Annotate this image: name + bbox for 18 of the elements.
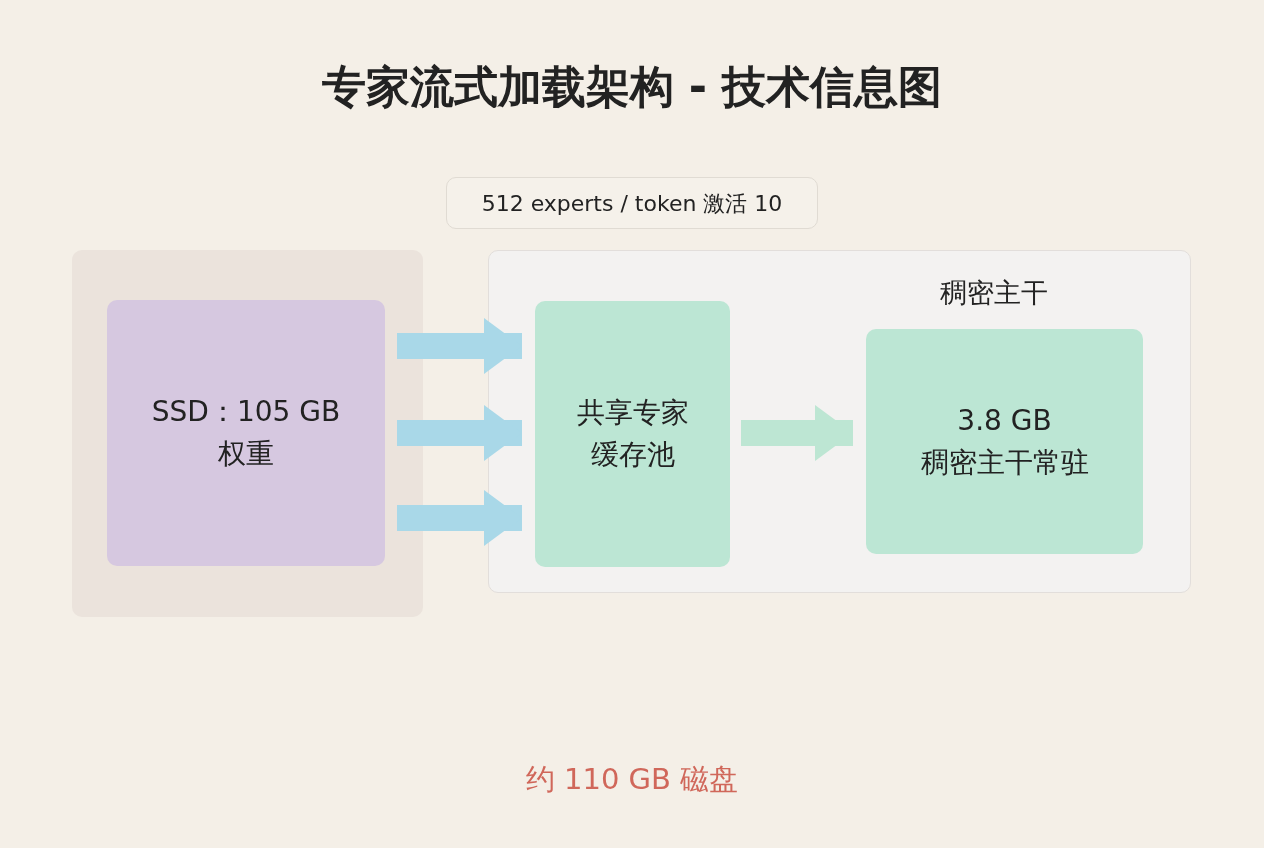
box-label: 稠密主干常驻	[919, 444, 1090, 481]
title: 专家流式加载架构 - 技术信息图	[320, 60, 944, 114]
storage-box	[107, 300, 385, 566]
box-label: 共享专家缓存池	[575, 395, 690, 473]
memory-panel	[488, 250, 1191, 593]
caption: 约 110 GB 磁盘	[524, 761, 740, 798]
box-label: 权重	[217, 436, 275, 472]
backbone-box	[866, 329, 1143, 554]
box-label: SSD：105 GB	[150, 394, 342, 430]
panel-heading: 稠密主干	[939, 276, 1049, 310]
storage-panel	[72, 250, 423, 617]
arrow	[741, 405, 853, 461]
arrow	[397, 405, 522, 461]
arrow	[397, 490, 522, 546]
box-label: 3.8 GB	[956, 402, 1053, 439]
arrow	[397, 318, 522, 374]
box-label: 512 experts / token 激活 10	[480, 189, 784, 218]
cache-box	[535, 301, 730, 567]
